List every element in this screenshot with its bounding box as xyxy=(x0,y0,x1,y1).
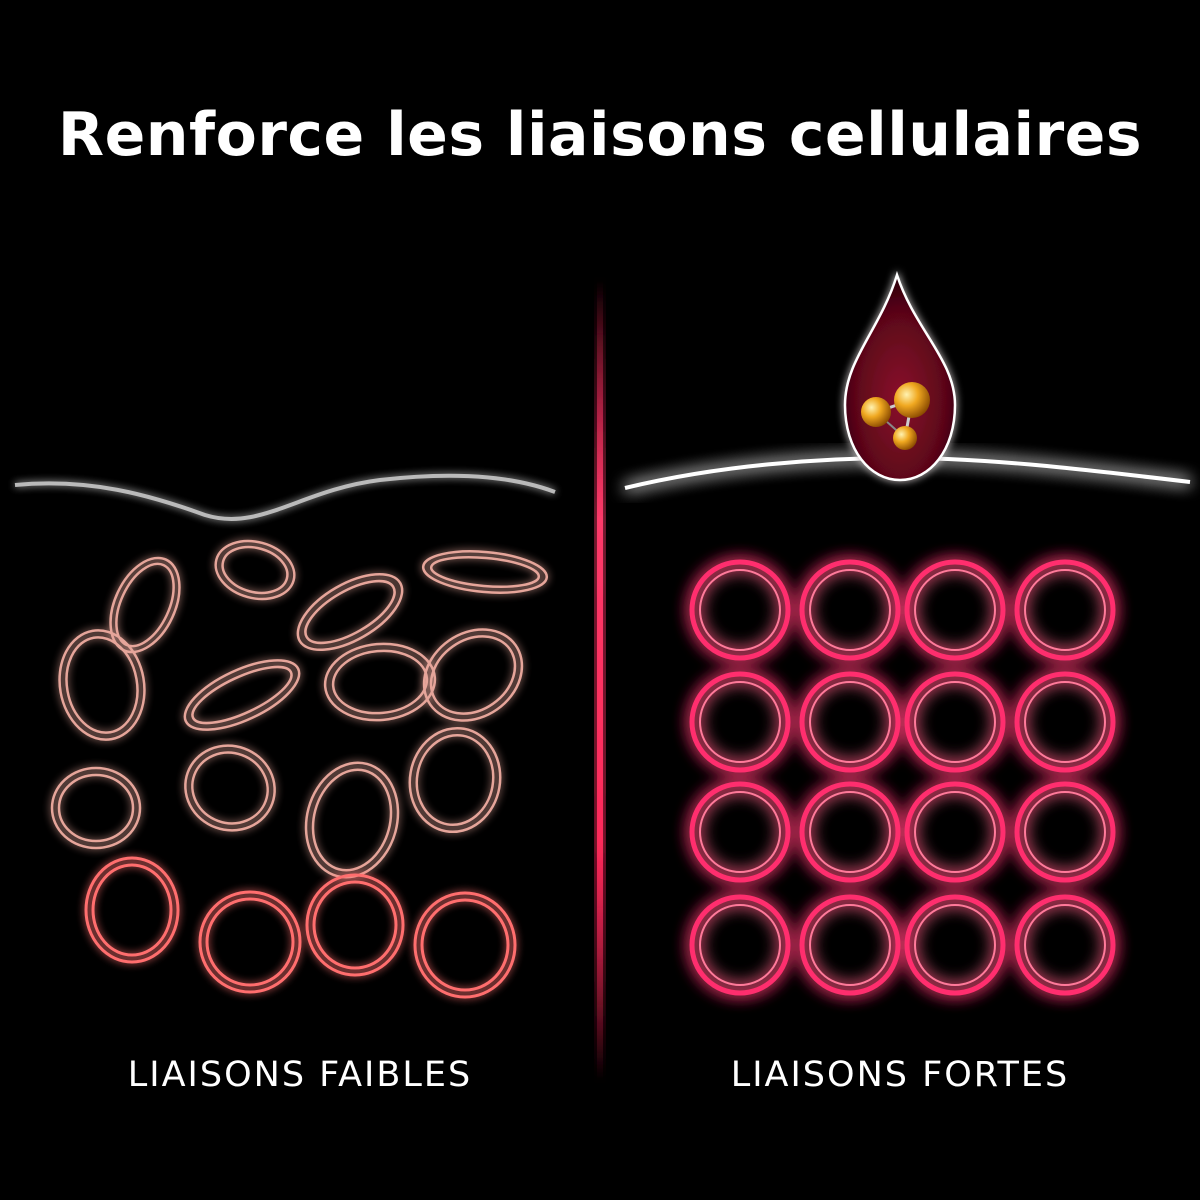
molecule-icon xyxy=(861,382,930,450)
strong-cell xyxy=(799,559,901,661)
strong-row xyxy=(689,559,1116,661)
strong-cell xyxy=(689,671,791,773)
weak-cell xyxy=(184,744,276,832)
weak-cell xyxy=(422,628,524,722)
droplet-icon xyxy=(843,270,957,482)
strong-cell xyxy=(689,559,791,661)
strong-cell xyxy=(1014,781,1116,883)
strong-cell xyxy=(904,781,1006,883)
strong-cell xyxy=(904,894,1006,996)
weak-cell xyxy=(305,873,405,977)
weak-cell xyxy=(58,629,146,741)
weak-cells-bottom xyxy=(84,856,517,999)
weak-cell xyxy=(183,659,301,731)
weak-cell xyxy=(84,856,180,964)
strong-cell xyxy=(904,559,1006,661)
weak-cell xyxy=(421,550,549,594)
strong-cell xyxy=(799,894,901,996)
weak-cell xyxy=(109,556,181,654)
strong-cell xyxy=(1014,671,1116,773)
weak-cell xyxy=(413,891,517,999)
weak-cell xyxy=(304,761,400,879)
weak-cell xyxy=(198,890,302,994)
weak-cell xyxy=(50,766,142,850)
strong-row xyxy=(689,894,1116,996)
strong-cell xyxy=(689,894,791,996)
strong-cells xyxy=(689,559,1116,996)
skin-surface-left xyxy=(14,473,556,521)
weak-bonds-label: LIAISONS FAIBLES xyxy=(127,1055,473,1095)
strong-row xyxy=(689,671,1116,773)
strong-cell xyxy=(1014,559,1116,661)
strong-cell xyxy=(1014,894,1116,996)
weak-cell xyxy=(323,642,437,722)
panel-divider xyxy=(597,280,603,1080)
strong-cell xyxy=(904,671,1006,773)
weak-cell xyxy=(408,726,502,834)
strong-cell xyxy=(799,781,901,883)
weak-cell xyxy=(296,572,404,652)
weak-cell xyxy=(214,539,296,601)
strong-bonds-label: LIAISONS FORTES xyxy=(730,1055,1070,1095)
strong-cell xyxy=(799,671,901,773)
weak-cells xyxy=(50,539,549,879)
strong-cell xyxy=(689,781,791,883)
page-title: Renforce les liaisons cellulaires xyxy=(57,100,1143,170)
strong-row xyxy=(689,781,1116,883)
